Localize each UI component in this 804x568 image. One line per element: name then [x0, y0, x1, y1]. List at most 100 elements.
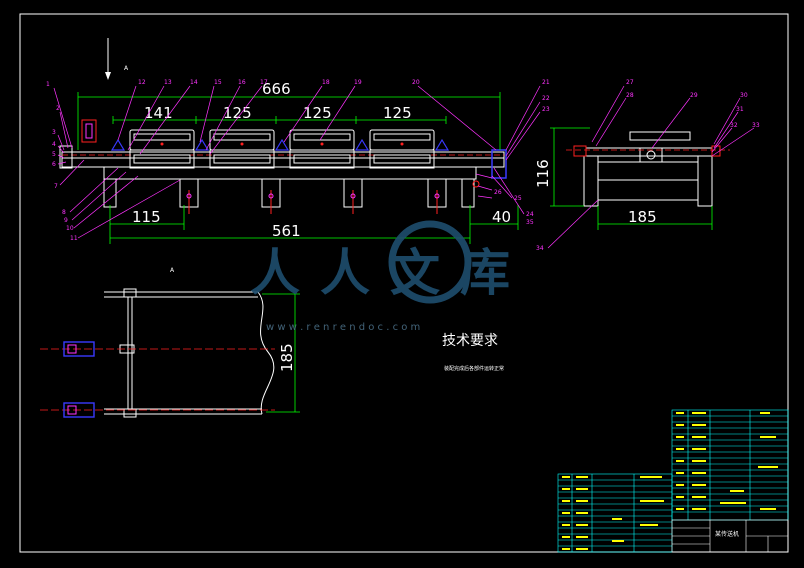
- label-part-18: 18: [322, 79, 330, 86]
- left-motor-block: [81, 119, 97, 143]
- label-part-11: 11: [70, 235, 78, 242]
- label-part-12: 12: [138, 79, 146, 86]
- pallet-1: [129, 129, 195, 169]
- parts-list-left-fills: [562, 476, 664, 550]
- title-block-name: 某传送机: [715, 530, 739, 538]
- stop-markers: [110, 138, 450, 151]
- side-body: [597, 161, 699, 201]
- label-part-24: 24: [526, 211, 534, 218]
- title-block: [671, 519, 789, 553]
- section-roller-lower: [63, 402, 95, 418]
- section-roller-lower-hub: [67, 405, 77, 415]
- label-part-33: 33: [752, 122, 760, 129]
- pallet-2: [209, 129, 275, 169]
- section-arrow-head: [105, 72, 111, 80]
- watermark: 人人文库 w w w . r e n r e n d o c . c o m: [250, 220, 530, 333]
- section-mark-top: A: [124, 65, 129, 72]
- drawing-frame: [19, 13, 789, 553]
- label-part-29: 29: [690, 92, 698, 99]
- side-view: 116 185 27 28 29 30 31 32 33: [534, 79, 760, 249]
- section-clamp-top: [123, 288, 137, 298]
- dim-overall-top: 666: [262, 80, 291, 98]
- tech-requirements-title: 技术要求: [442, 333, 498, 349]
- label-part-9: 9: [64, 217, 68, 224]
- label-part-31: 31: [736, 106, 744, 113]
- label-part-3: 3: [52, 129, 56, 136]
- label-part-28: 28: [626, 92, 634, 99]
- drive-pulley: [472, 180, 480, 188]
- watermark-circle: [388, 220, 472, 304]
- label-part-26: 26: [494, 189, 502, 196]
- watermark-url: w w w . r e n r e n d o c . c o m: [266, 322, 420, 333]
- pallet-3: [289, 129, 355, 169]
- label-part-35: 35: [526, 219, 534, 226]
- label-part-13: 13: [164, 79, 172, 86]
- dim-section-height: 185: [278, 343, 296, 372]
- conveyor-rail-bottom: [61, 157, 505, 168]
- label-part-27: 27: [626, 79, 634, 86]
- section-clamp-bottom: [123, 408, 137, 418]
- dim-bottom-left: 115: [132, 208, 161, 226]
- side-left-leg: [583, 155, 599, 207]
- label-part-15: 15: [214, 79, 222, 86]
- label-part-30: 30: [740, 92, 748, 99]
- section-roller-upper: [63, 341, 95, 357]
- label-part-2: 2: [56, 105, 60, 112]
- section-roller-upper-hub: [67, 344, 77, 354]
- side-drive-wheel: [646, 150, 656, 160]
- parts-list-left: [557, 473, 673, 553]
- section-view-a: A 185: [40, 267, 300, 418]
- dim-seg-1: 141: [144, 104, 173, 122]
- drive-motor: [491, 149, 507, 179]
- dim-seg-3: 125: [303, 104, 332, 122]
- tech-requirements-note: 装配完成后各部件运转正常: [444, 365, 504, 372]
- leg-bolts: [186, 190, 440, 214]
- label-part-5: 5: [52, 151, 56, 158]
- label-part-32: 32: [730, 122, 738, 129]
- watermark-logo-text: 人人文库: [250, 244, 530, 302]
- dimension-lines: [77, 92, 519, 244]
- dim-bottom-overall: 561: [272, 222, 301, 240]
- left-motor-inner: [85, 123, 93, 139]
- side-right-leg: [697, 155, 713, 207]
- label-part-8: 8: [62, 209, 66, 216]
- side-dimension-lines: [550, 127, 713, 230]
- label-part-22: 22: [542, 95, 550, 102]
- dim-side-width: 185: [628, 208, 657, 226]
- side-drive-box: [639, 147, 663, 163]
- pallet-4: [369, 129, 435, 169]
- dim-seg-2: 125: [223, 104, 252, 122]
- front-view: A: [59, 38, 507, 214]
- support-legs: [103, 178, 475, 208]
- label-part-4: 4: [52, 141, 56, 148]
- left-end-block: [59, 145, 73, 169]
- parts-list-right: [671, 409, 789, 521]
- side-cover: [629, 131, 691, 141]
- label-part-16: 16: [238, 79, 246, 86]
- part-number-labels: 1 2 3 4 5 6 7 8 9 10 11 12 13 14 15 16 1…: [46, 79, 550, 252]
- section-dimension-lines: [262, 293, 300, 413]
- label-part-14: 14: [190, 79, 198, 86]
- section-mark-a: A: [170, 267, 175, 274]
- label-part-1: 1: [46, 81, 50, 88]
- label-part-23: 23: [542, 106, 550, 113]
- dim-seg-4: 125: [383, 104, 412, 122]
- label-part-20: 20: [412, 79, 420, 86]
- label-part-19: 19: [354, 79, 362, 86]
- label-part-10: 10: [66, 225, 74, 232]
- label-part-25: 25: [514, 195, 522, 202]
- label-part-21: 21: [542, 79, 550, 86]
- side-left-bracket: [573, 145, 587, 157]
- label-part-34: 34: [536, 245, 544, 252]
- dim-bottom-right: 40: [492, 208, 511, 226]
- side-leader-lines: [547, 85, 755, 249]
- label-part-17: 17: [260, 79, 268, 86]
- conveyor-beam: [103, 166, 477, 180]
- parts-list-right-fills: [676, 412, 778, 510]
- dim-side-height: 116: [534, 159, 552, 188]
- label-part-7: 7: [54, 183, 58, 190]
- dimension-texts: 666 141 125 125 125 115 561 40: [132, 80, 511, 240]
- label-part-6: 6: [52, 161, 56, 168]
